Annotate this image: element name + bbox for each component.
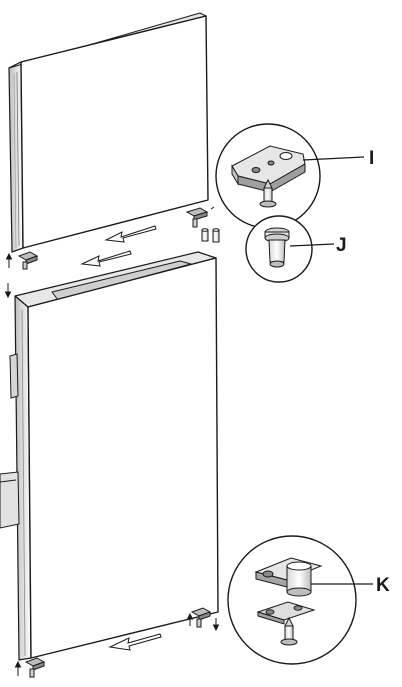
hinge-plate-k (256, 601, 316, 625)
screw-k (280, 616, 298, 646)
upper-hinge-right (185, 207, 209, 228)
detail-circle-i: I (215, 123, 374, 229)
leader-line-i (302, 156, 365, 161)
direction-arrow-2 (80, 250, 132, 267)
screw-i (259, 178, 277, 208)
upper-pin-left (17, 251, 39, 270)
detail-circle-k: K (227, 535, 390, 665)
hinge-top-k (254, 557, 323, 597)
leader-line-j (289, 243, 335, 247)
door-shelf-upper (9, 353, 19, 399)
callout-label-j: J (336, 235, 347, 256)
detail-circle-j: J (245, 215, 347, 283)
move-arrows-lower (14, 612, 220, 676)
small-pin-top-right (212, 228, 220, 243)
upper-door (8, 12, 209, 253)
move-arrows-upper (4, 206, 215, 299)
direction-arrow-1 (104, 225, 157, 243)
lower-hinge-right (190, 607, 212, 628)
callout-label-i: I (369, 148, 374, 169)
callout-label-k: K (376, 575, 390, 596)
door-shelf-lower (0, 471, 20, 529)
lower-door (14, 251, 219, 661)
lower-hinge-left (24, 657, 46, 678)
direction-arrow-3 (108, 633, 162, 651)
bushing-j (264, 227, 290, 268)
small-pin-middle (201, 228, 209, 242)
